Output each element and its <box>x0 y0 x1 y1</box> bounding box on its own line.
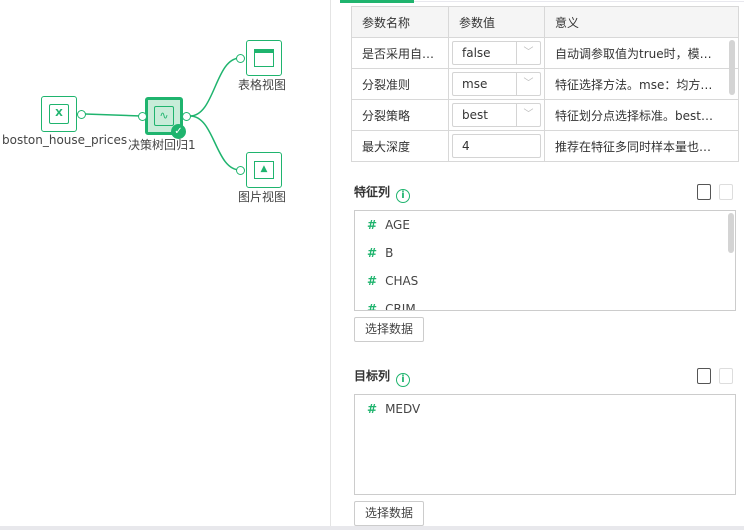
section-title-text: 目标列 <box>354 369 391 383</box>
table-row: 分裂准则 mse ﹀ 特征选择方法。mse：均方误差... <box>351 68 739 100</box>
image-view-icon: ▲ <box>254 161 274 179</box>
item-label: CHAS <box>385 274 419 288</box>
table-row: 是否采用自动... false ﹀ 自动调参取值为true时，模型自... <box>351 37 739 69</box>
active-tab-indicator <box>340 0 414 3</box>
param-meaning: 特征选择方法。mse：均方误差... <box>544 68 739 100</box>
paste-icon[interactable] <box>719 368 733 384</box>
param-select[interactable]: best ﹀ <box>452 103 541 127</box>
list-item[interactable]: # AGE <box>355 211 735 239</box>
item-label: B <box>385 246 394 260</box>
table-view-icon <box>254 49 274 67</box>
param-select[interactable]: mse ﹀ <box>452 72 541 96</box>
list-item[interactable]: # CHAS <box>355 267 735 295</box>
select-value: false <box>462 46 491 60</box>
col-header: 参数值 <box>448 6 545 38</box>
chevron-down-icon: ﹀ <box>516 104 540 126</box>
params-table: 参数名称 参数值 意义 是否采用自动... false ﹀ 自动调参取值为true… <box>351 6 739 162</box>
workflow-canvas[interactable]: X boston_house_prices ∿ ✓ 决策树回归1 表格视图 ▲ … <box>0 0 330 530</box>
numeric-type-icon: # <box>367 302 378 311</box>
node-decision-tree[interactable]: ∿ <box>145 97 183 135</box>
features-scrollbar[interactable] <box>728 213 734 253</box>
node-table-view[interactable] <box>246 40 282 76</box>
info-icon[interactable]: i <box>396 189 411 203</box>
list-item[interactable]: # CRIM <box>355 295 735 311</box>
select-features-button[interactable]: 选择数据 <box>354 317 424 342</box>
list-item[interactable]: #B <box>355 239 735 267</box>
copy-icon[interactable] <box>697 184 711 200</box>
input-port[interactable] <box>138 112 147 121</box>
target-section-title: 目标列 i <box>354 367 411 387</box>
success-check-icon: ✓ <box>171 124 186 139</box>
item-label: CRIM <box>385 302 416 311</box>
param-meaning: 自动调参取值为true时，模型自... <box>544 37 739 69</box>
param-name: 最大深度 <box>351 130 449 162</box>
table-row: 分裂策略 best ﹀ 特征划分点选择标准。best：在... <box>351 99 739 131</box>
output-port[interactable] <box>77 110 86 119</box>
chevron-down-icon: ﹀ <box>516 42 540 64</box>
numeric-type-icon: # <box>367 402 378 416</box>
node-label: 决策树回归1 <box>128 138 196 152</box>
param-meaning: 特征划分点选择标准。best：在... <box>544 99 739 131</box>
excel-icon: X <box>49 104 69 124</box>
select-value: mse <box>462 77 488 91</box>
output-port[interactable] <box>182 112 191 121</box>
features-section-title: 特征列 i <box>354 183 411 203</box>
item-label: MEDV <box>385 402 421 416</box>
node-boston-house-prices[interactable]: X <box>41 96 77 132</box>
input-port[interactable] <box>236 166 245 175</box>
param-input[interactable]: 4 <box>452 134 541 158</box>
tab-underline <box>414 1 744 2</box>
connections <box>84 57 241 171</box>
node-image-view[interactable]: ▲ <box>246 152 282 188</box>
chevron-down-icon: ﹀ <box>516 73 540 95</box>
select-target-button[interactable]: 选择数据 <box>354 501 424 526</box>
info-icon[interactable]: i <box>396 373 411 387</box>
node-label: boston_house_prices <box>2 133 128 147</box>
node-label: 表格视图 <box>238 78 287 92</box>
list-item[interactable]: # MEDV <box>355 395 735 423</box>
input-port[interactable] <box>236 54 245 63</box>
target-list[interactable]: # MEDV <box>354 394 736 495</box>
features-list[interactable]: #AGE #B #CHAS #CRIM <box>354 210 736 311</box>
decision-tree-icon: ∿ <box>154 106 174 126</box>
numeric-type-icon: # <box>367 246 378 260</box>
horizontal-scrollbar[interactable] <box>0 526 744 530</box>
table-header: 参数名称 参数值 意义 <box>351 6 739 38</box>
paste-icon[interactable] <box>719 184 733 200</box>
param-select[interactable]: false ﹀ <box>452 41 541 65</box>
table-row: 最大深度 4 推荐在特征多同时样本量也多时... <box>351 130 739 162</box>
col-header: 参数名称 <box>351 6 449 38</box>
panel-divider[interactable] <box>330 0 331 530</box>
param-meaning: 推荐在特征多同时样本量也多时... <box>544 130 739 162</box>
select-value: best <box>462 108 488 122</box>
param-name: 分裂策略 <box>351 99 449 131</box>
numeric-type-icon: # <box>367 274 378 288</box>
copy-icon[interactable] <box>697 368 711 384</box>
col-header: 意义 <box>544 6 739 38</box>
param-name: 是否采用自动... <box>351 37 449 69</box>
node-label: 图片视图 <box>238 190 287 204</box>
item-label: AGE <box>385 218 410 232</box>
param-name: 分裂准则 <box>351 68 449 100</box>
numeric-type-icon: # <box>367 218 378 232</box>
table-scrollbar[interactable] <box>729 40 735 95</box>
section-title-text: 特征列 <box>354 185 391 199</box>
